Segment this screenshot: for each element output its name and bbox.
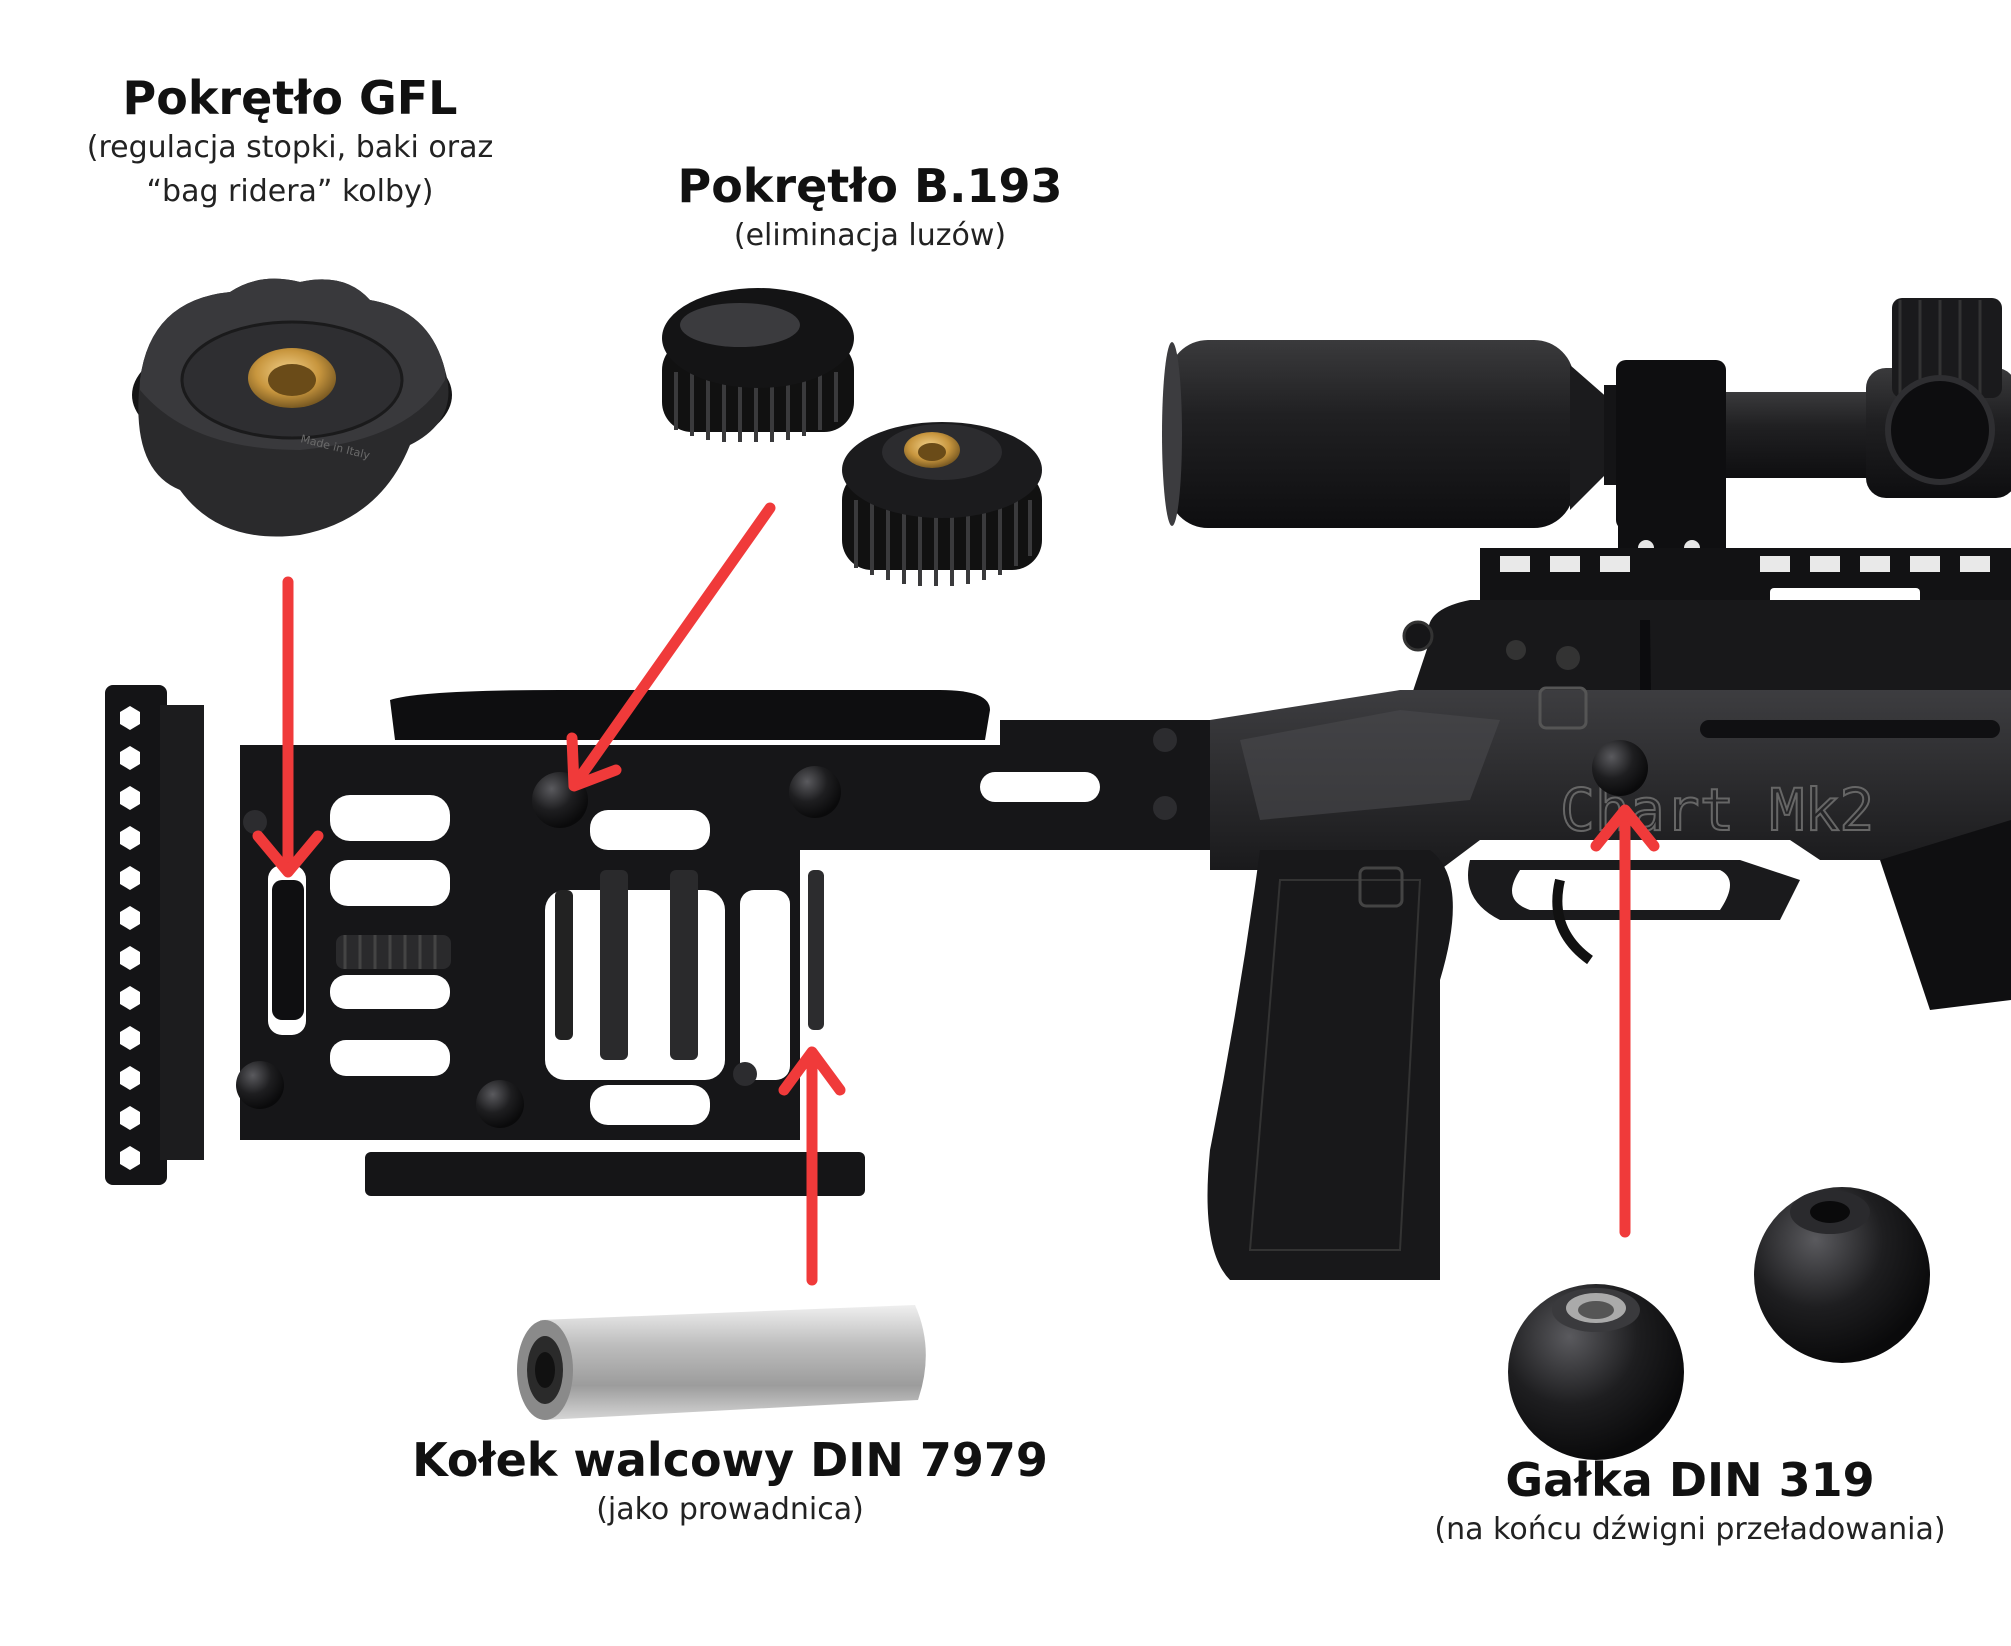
- bolt-knob-ball-icon: [1592, 740, 1648, 796]
- b193-knob-image: [662, 288, 1042, 586]
- arrow-b193: [566, 502, 776, 792]
- din319-knob-subtitle: (na końcu dźwigni przeładowania): [1434, 1512, 1946, 1547]
- receiver-image: [1402, 548, 2011, 760]
- arrow-din319: [1590, 804, 1660, 1238]
- scope-image: [1162, 298, 2011, 590]
- gfl-knob-title: Pokrętło GFL: [122, 71, 458, 125]
- din7979-pin-subtitle: (jako prowadnica): [596, 1492, 864, 1527]
- din319-knob-image: [1508, 1187, 1930, 1460]
- b193-knob-subtitle: (eliminacja luzów): [733, 218, 1007, 253]
- din319-knob-label: Gałka DIN 319 (na końcu dźwigni przełado…: [1380, 1452, 2000, 1552]
- gfl-knob-subtitle-line2: “bag ridera” kolby): [146, 174, 434, 209]
- b193-knob-title: Pokrętło B.193: [677, 159, 1063, 213]
- din319-knob-title: Gałka DIN 319: [1505, 1453, 1875, 1507]
- gfl-knob-subtitle-line1: (regulacja stopki, baki oraz: [86, 130, 494, 165]
- din7979-pin-label: Kołek walcowy DIN 7979 (jako prowadnica): [400, 1432, 1060, 1532]
- din7979-pin-image: [517, 1305, 926, 1420]
- b193-knob-label: Pokrętło B.193 (eliminacja luzów): [640, 158, 1100, 258]
- arrow-gfl: [252, 576, 324, 878]
- arrow-pin: [778, 1046, 846, 1286]
- gfl-knob-label: Pokrętło GFL (regulacja stopki, baki ora…: [40, 70, 540, 214]
- gfl-knob-image: Made in Italy: [132, 278, 452, 537]
- din7979-pin-title: Kołek walcowy DIN 7979: [412, 1433, 1048, 1487]
- buttstock-image: [105, 685, 1210, 1196]
